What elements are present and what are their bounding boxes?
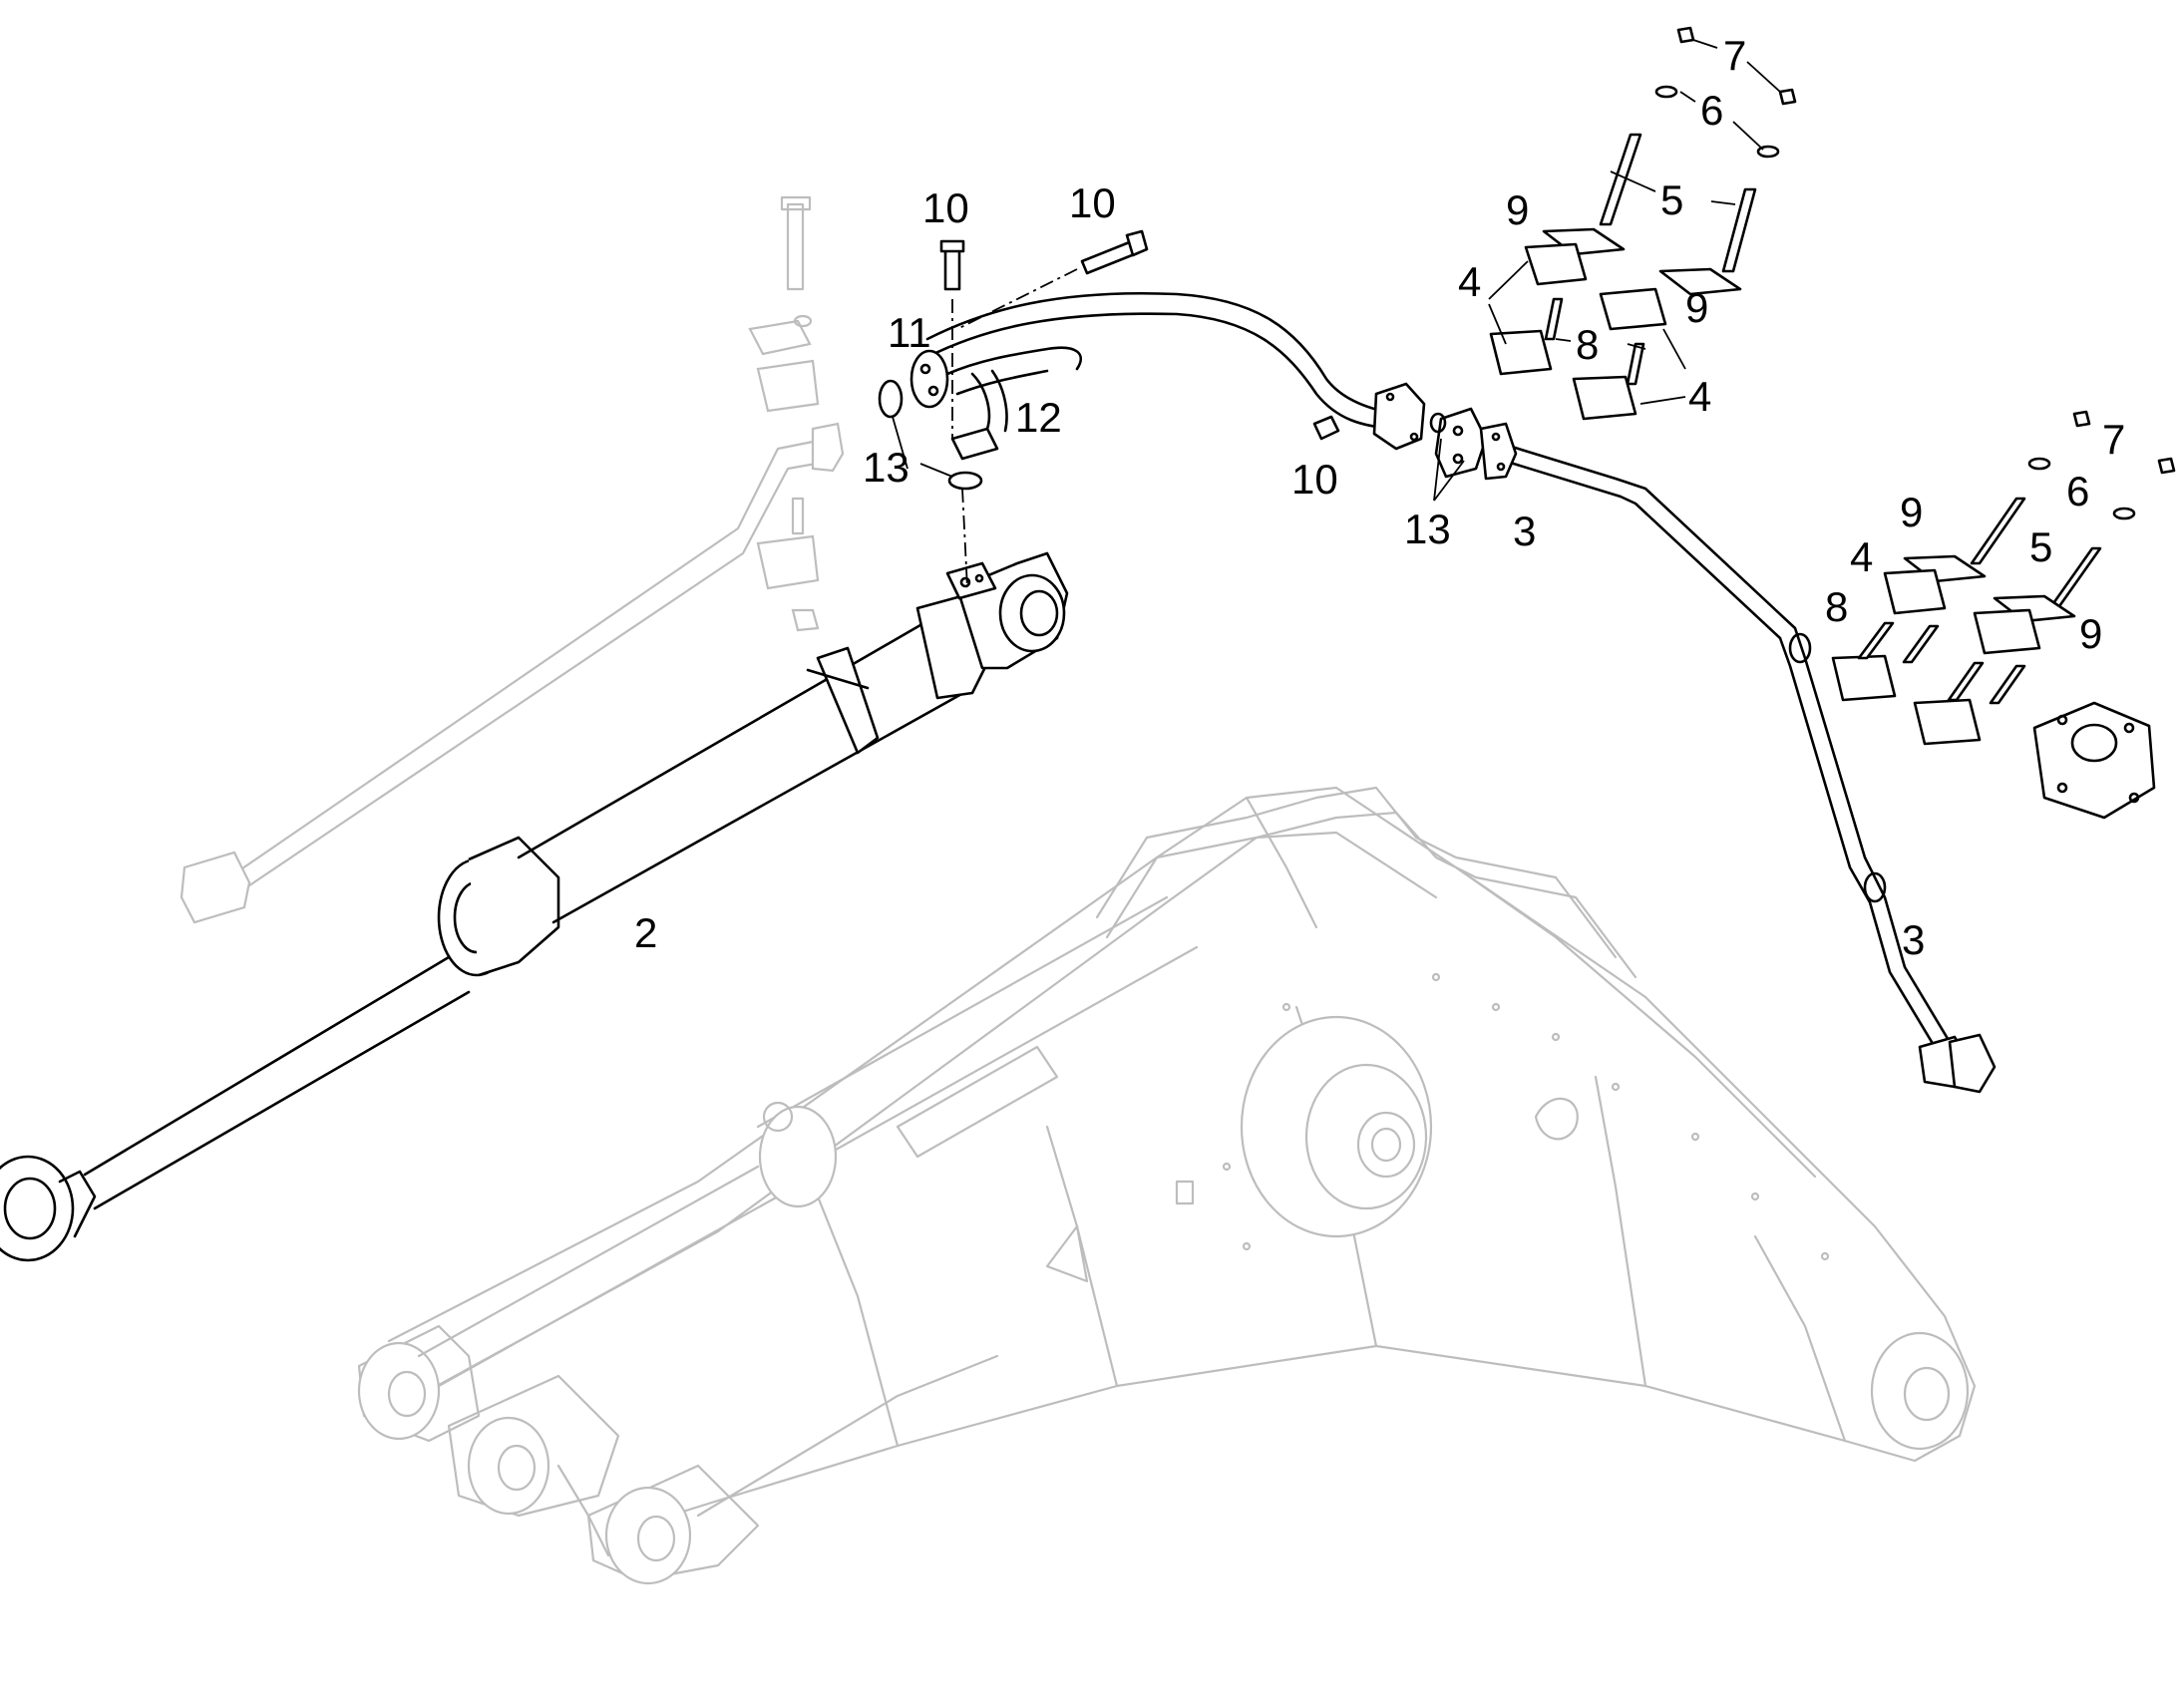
mounting-bracket-assembly	[180, 195, 845, 924]
callout-8-lower: 8	[1825, 583, 1848, 630]
callout-10-angled-bolt: 10	[1069, 179, 1116, 226]
callout-2-cylinder: 2	[634, 909, 657, 956]
callout-10-vertical-bolt: 10	[922, 184, 969, 231]
callout-7-lower: 7	[2102, 416, 2125, 463]
callout-9-upper-left: 9	[1506, 186, 1529, 233]
callout-9-lower-right: 9	[2079, 610, 2102, 657]
leader-lines	[892, 39, 1781, 502]
boom-rivets	[1222, 972, 1830, 1261]
callout-4-lower: 4	[1850, 533, 1873, 580]
callout-6-upper: 6	[1700, 87, 1723, 134]
callout-4-upper-left: 4	[1458, 258, 1481, 305]
callout-6-lower: 6	[2066, 468, 2089, 514]
clamp-set-upper	[1489, 26, 1797, 421]
hydraulic-pipe-upper	[909, 291, 1426, 461]
callout-11: 11	[888, 309, 931, 356]
clamp-set-lower	[1831, 410, 2176, 820]
callout-3-upper: 3	[1513, 508, 1536, 554]
callout-7-upper: 7	[1723, 32, 1746, 79]
callout-9-lower-left: 9	[1900, 489, 1923, 535]
callout-3-lower: 3	[1902, 916, 1925, 963]
callout-labels: 7 6 5 9 4 8 9 4 10 10 11 12 13 10 13 3 7…	[634, 32, 2125, 963]
hydraulic-cylinder	[0, 551, 1069, 1262]
callout-4-upper-right: 4	[1688, 373, 1711, 420]
callout-5-upper: 5	[1660, 176, 1683, 223]
callout-13-left: 13	[863, 444, 909, 491]
callout-8-upper: 8	[1576, 321, 1599, 368]
callout-9-upper-right: 9	[1685, 284, 1708, 331]
callout-5-lower: 5	[2029, 523, 2052, 570]
boom-structure	[357, 786, 1977, 1585]
callout-13-right: 13	[1404, 506, 1451, 552]
hydraulic-pipe-lower	[1429, 407, 1997, 1094]
callout-12: 12	[1015, 394, 1062, 441]
fasteners	[878, 229, 1340, 589]
callout-10-small-bolt: 10	[1291, 456, 1338, 503]
